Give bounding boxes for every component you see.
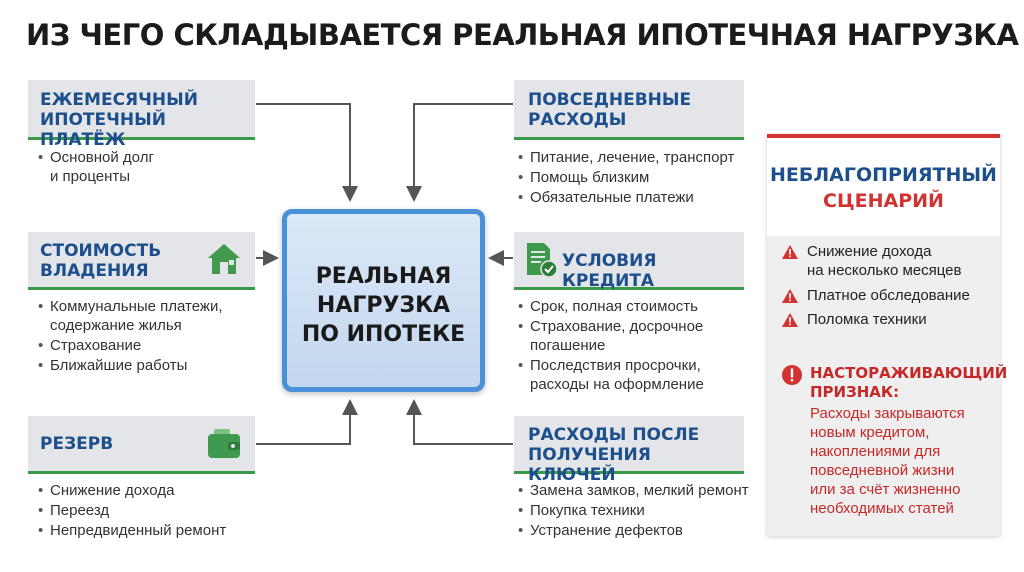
list-item: Замена замков, мелкий ремонт: [518, 481, 763, 500]
after-keys-title: РАСХОДЫ ПОСЛЕ ПОЛУЧЕНИЯ КЛЮЧЕЙ: [528, 425, 700, 485]
list-item: Последствия просрочки, расходы на оформл…: [518, 356, 763, 394]
daily-expenses-title: ПОВСЕДНЕВНЫЕ РАСХОДЫ: [528, 90, 692, 130]
warning-triangle-icon: [782, 289, 798, 303]
risk-text: Снижение дохода на несколько месяцев: [807, 243, 962, 279]
list-item: Срок, полная стоимость: [518, 297, 763, 316]
list-item: Помощь близким: [518, 168, 763, 187]
list-item: Снижение дохода: [38, 481, 253, 500]
arrow-daily: [406, 103, 513, 202]
list-item: Покупка техники: [518, 501, 763, 520]
real-mortgage-load-box: РЕАЛЬНАЯ НАГРУЗКА ПО ИПОТЕКЕ: [282, 209, 485, 392]
list-item: Непредвиденный ремонт: [38, 521, 253, 540]
risk-text: Поломка техники: [807, 311, 927, 328]
warning-triangle-icon: [782, 245, 798, 259]
adverse-scenario-panel: НЕБЛАГОПРИЯТНЫЙ СЦЕНАРИЙ Снижение дохода…: [767, 134, 1007, 536]
reserve-header: РЕЗЕРВ: [28, 416, 255, 474]
list-item: Страхование: [38, 336, 253, 355]
monthly-payment-list: Основной долг и проценты: [38, 148, 253, 187]
house-icon: [208, 244, 240, 274]
scenario-title-line2: СЦЕНАРИЙ: [823, 190, 944, 212]
list-item: Устранение дефектов: [518, 521, 763, 540]
list-item: Страхование, досрочное погашение: [518, 317, 763, 355]
after-keys-header: РАСХОДЫ ПОСЛЕ ПОЛУЧЕНИЯ КЛЮЧЕЙ: [514, 416, 744, 485]
ownership-cost-list: Коммунальные платежи, содержание жилья С…: [38, 297, 253, 376]
daily-expenses-header: ПОВСЕДНЕВНЫЕ РАСХОДЫ: [514, 80, 744, 140]
scenario-title-line1: НЕБЛАГОПРИЯТНЫЙ: [770, 164, 997, 186]
arrow-monthly: [256, 103, 358, 202]
list-item: Ближайшие работы: [38, 356, 253, 375]
credit-terms-list: Срок, полная стоимость Страхование, доср…: [518, 297, 763, 395]
alert-text: Расходы закрываются новым кредитом, нако…: [810, 405, 965, 517]
center-label: РЕАЛЬНАЯ НАГРУЗКА ПО ИПОТЕКЕ: [301, 264, 466, 347]
credit-terms-header: УСЛОВИЯ КРЕДИТА: [514, 232, 744, 291]
alert-exclamation-icon: [782, 365, 802, 385]
ownership-cost-title: СТОИМОСТЬ ВЛАДЕНИЯ: [40, 241, 162, 281]
list-item: Питание, лечение, транспорт: [518, 148, 763, 167]
risk-text: Платное обследование: [807, 287, 970, 304]
warning-triangle-icon: [782, 313, 798, 327]
list-item: Переезд: [38, 501, 253, 520]
scenario-header: НЕБЛАГОПРИЯТНЫЙ СЦЕНАРИЙ: [767, 138, 1000, 236]
arrow-reserve: [256, 399, 358, 445]
reserve-list: Снижение дохода Переезд Непредвиденный р…: [38, 481, 253, 541]
credit-terms-title: УСЛОВИЯ КРЕДИТА: [562, 251, 657, 291]
list-item: Основной долг и проценты: [38, 148, 253, 186]
reserve-title: РЕЗЕРВ: [40, 434, 114, 454]
list-item: Коммунальные платежи, содержание жилья: [38, 297, 253, 335]
after-keys-list: Замена замков, мелкий ремонт Покупка тех…: [518, 481, 763, 541]
alert-title: НАСТОРАЖИВАЮЩИЙ ПРИЗНАК:: [810, 364, 1008, 401]
document-check-icon: [527, 243, 558, 278]
monthly-payment-title: ЕЖЕМЕСЯЧНЫЙ ИПОТЕЧНЫЙ ПЛАТЁЖ: [40, 90, 198, 150]
list-item: Обязательные платежи: [518, 188, 763, 207]
daily-expenses-list: Питание, лечение, транспорт Помощь близк…: [518, 148, 763, 208]
arrow-after-keys: [406, 399, 513, 445]
page-title: ИЗ ЧЕГО СКЛАДЫВАЕТСЯ РЕАЛЬНАЯ ИПОТЕЧНАЯ …: [26, 18, 1019, 52]
monthly-payment-header: ЕЖЕМЕСЯЧНЫЙ ИПОТЕЧНЫЙ ПЛАТЁЖ: [28, 80, 255, 150]
ownership-cost-header: СТОИМОСТЬ ВЛАДЕНИЯ: [28, 232, 255, 290]
wallet-icon: [208, 429, 240, 458]
